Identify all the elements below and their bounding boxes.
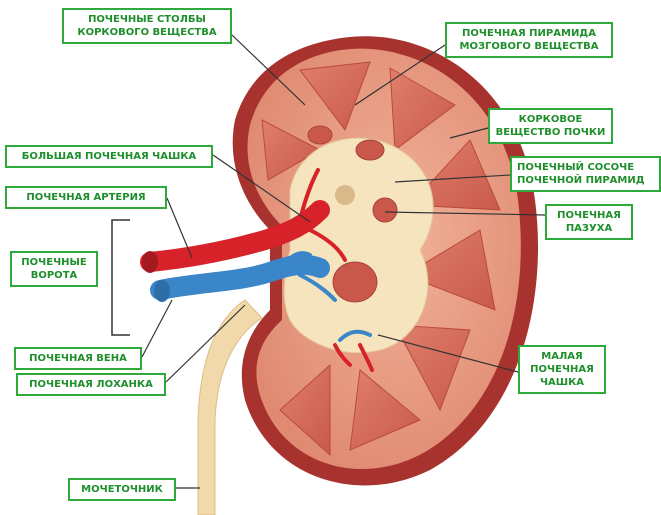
hilum-bracket <box>112 220 130 335</box>
renal-sinus-area <box>284 138 433 353</box>
renal-artery-opening <box>142 251 158 273</box>
label-major-calyx: БОЛЬШАЯ ПОЧЕЧНАЯ ЧАШКА <box>5 145 213 168</box>
renal-papilla <box>373 198 397 222</box>
label-ureter: МОЧЕТОЧНИК <box>68 478 176 501</box>
renal-papilla <box>356 140 384 160</box>
label-renal-artery: ПОЧЕЧНАЯ АРТЕРИЯ <box>5 186 167 209</box>
label-renal-pelvis: ПОЧЕЧНАЯ ЛОХАНКА <box>16 373 166 396</box>
sinus-fat-hole <box>335 185 355 205</box>
renal-vein-opening <box>154 280 170 302</box>
renal-papilla <box>333 262 377 302</box>
label-renal-vein: ПОЧЕЧНАЯ ВЕНА <box>14 347 142 370</box>
renal-papilla <box>308 126 332 144</box>
